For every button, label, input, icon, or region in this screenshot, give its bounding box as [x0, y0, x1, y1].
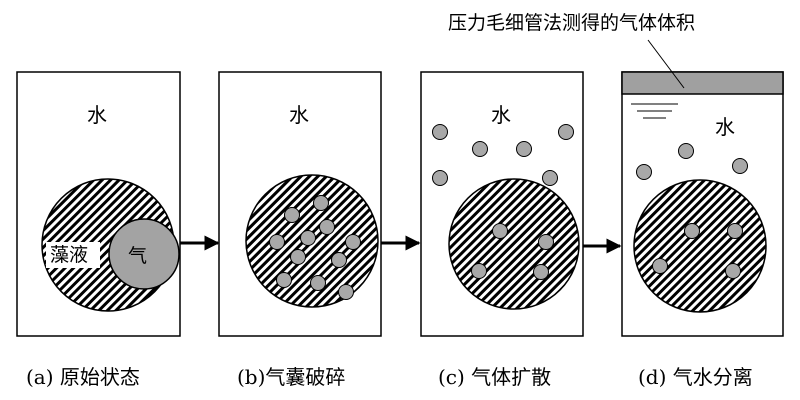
panel-a-algae-label: 藻液: [50, 244, 88, 266]
panel-b-bubble: [300, 230, 316, 246]
panel-d-bubble: [678, 143, 694, 159]
panel-d-leader-line: [647, 39, 685, 89]
panel-b-bubble: [269, 234, 285, 250]
panel-c-caption: (c) 气体扩散: [438, 365, 551, 389]
panel-d-bubble: [732, 158, 748, 174]
panel-c-bubble: [472, 141, 488, 157]
panel-d-bubble: [652, 258, 668, 274]
panel-a-gas-bubble: [108, 218, 180, 290]
panel-c-bubble: [558, 124, 574, 140]
panel-d-bubble: [684, 223, 700, 239]
panel-d-caption: (d) 气水分离: [638, 365, 753, 389]
panel-b-bubble: [284, 207, 300, 223]
panel-b: 水 (b)气囊破碎: [218, 71, 382, 389]
panel-d: 水 (d) 气水分离: [621, 39, 784, 389]
panel-b-bubble: [345, 234, 361, 250]
panel-c: 水 (c) 气体扩散: [420, 71, 584, 389]
panel-b-bubble: [319, 219, 335, 235]
panel-d-bubble: [727, 223, 743, 239]
panel-a-gas-label: 气: [128, 245, 147, 267]
panel-d-bubble: [725, 263, 741, 279]
top-label: 压力毛细管法测得的气体体积: [448, 12, 695, 34]
panel-c-bubble: [538, 234, 554, 250]
panel-c-bubble: [542, 170, 558, 186]
panel-c-bubble: [432, 170, 448, 186]
panel-a: 水 藻液 气 (a) 原始状态: [16, 71, 181, 389]
panel-c-bubble: [471, 263, 487, 279]
panel-b-bubble: [338, 284, 354, 300]
panel-c-algae-sphere: [448, 178, 580, 310]
panel-b-caption: (b)气囊破碎: [237, 365, 345, 389]
panel-c-bubble: [533, 264, 549, 280]
panel-b-water-label: 水: [289, 103, 309, 127]
panel-a-algae-label-bg: [46, 242, 100, 268]
panel-a-caption: (a) 原始状态: [26, 365, 140, 389]
panel-c-water-label: 水: [491, 103, 511, 127]
panel-c-bubble: [516, 141, 532, 157]
panel-b-bubble: [313, 195, 329, 211]
panel-d-bubble: [636, 164, 652, 180]
panel-b-bubble: [276, 272, 292, 288]
panel-d-algae-sphere: [633, 179, 767, 313]
panel-b-bubble: [290, 249, 306, 265]
panel-d-water-label: 水: [715, 115, 735, 139]
panel-d-gas-cap: [621, 71, 784, 95]
panel-c-bubble: [492, 223, 508, 239]
panel-b-bubble: [331, 252, 347, 268]
panel-c-bubble: [432, 124, 448, 140]
panel-b-bubble: [310, 275, 326, 291]
panel-a-water-label: 水: [87, 103, 107, 127]
